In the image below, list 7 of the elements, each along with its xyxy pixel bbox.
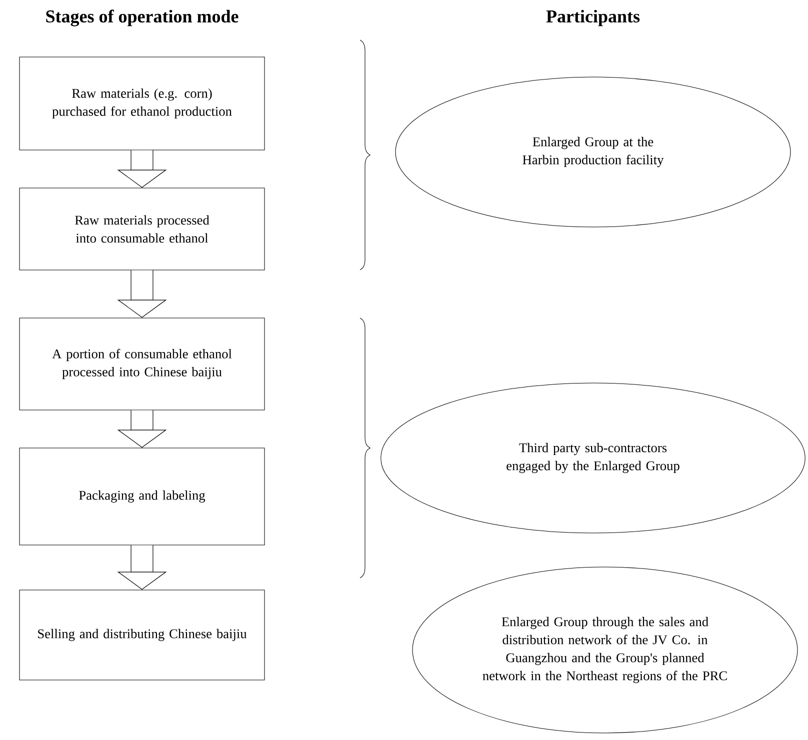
column-heading: Stages of operation mode: [46, 10, 238, 26]
process-box: A portion of consumable ethanol processed into Chinese baijiu: [19, 318, 265, 410]
process-box: Packaging and labeling: [19, 448, 265, 546]
column-heading: Participants: [546, 10, 640, 26]
process-box: Raw materials processed into consumable ethanol: [19, 188, 265, 270]
process-box: Raw materials (e.g. corn) purchased for ethanol production: [19, 56, 265, 150]
process-box: Selling and distributing Chinese baijiu: [19, 590, 265, 680]
